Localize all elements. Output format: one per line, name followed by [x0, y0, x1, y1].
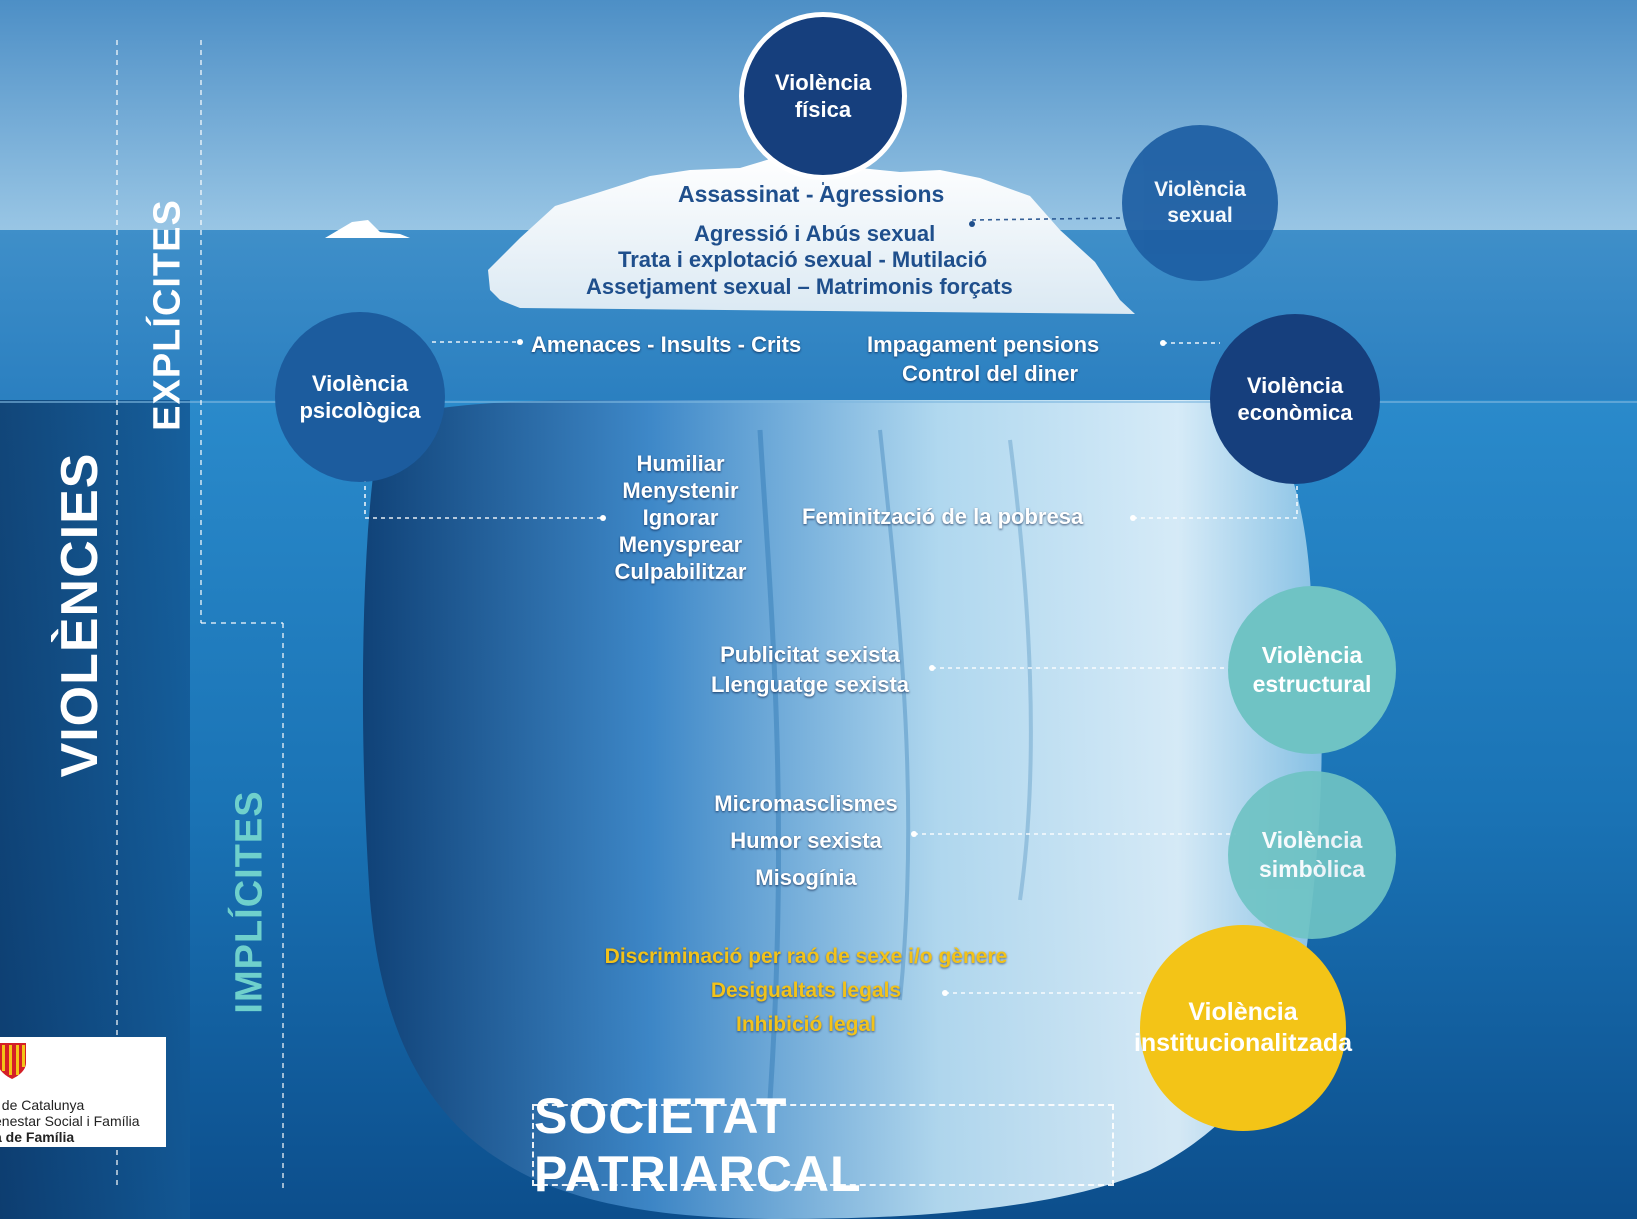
symbolic-list: Micromasclismes Humor sexista Misogínia — [690, 785, 922, 896]
main-title: VIOLÈNCIES — [51, 452, 109, 778]
symbolic-item-1: Micromasclismes — [714, 791, 898, 816]
circle-simbolica-line1: Violència — [1261, 827, 1363, 854]
psych-hidden-list: Humiliar Menystenir Ignorar Menysprear C… — [598, 450, 763, 585]
psych-item-4: Menysprear — [618, 532, 743, 557]
coat-of-arms-icon — [0, 1043, 26, 1079]
psych-item-2: Menystenir — [622, 478, 739, 503]
waterline-psych-text: Amenaces - Insults - Crits — [531, 332, 802, 357]
circle-simbolica-line2: simbòlica — [1258, 856, 1366, 882]
institutional-item-1: Discriminació per raó de sexe i/o gènere — [604, 945, 1008, 968]
psych-item-1: Humiliar — [636, 451, 725, 476]
structural-list: Publicitat sexista Llenguatge sexista — [690, 640, 930, 700]
iceberg-tip — [488, 156, 1135, 314]
psych-item-5: Culpabilitzar — [614, 559, 747, 584]
circle-estructural-line1: Violència — [1261, 642, 1363, 669]
logo-line-1: t de Catalunya — [0, 1097, 85, 1113]
tip-text-4: Assetjament sexual – Matrimonis forçats — [586, 274, 1013, 299]
institutional-item-2: Desigualtats legals — [710, 979, 902, 1002]
symbolic-item-3: Misogínia — [755, 865, 857, 890]
logo-line-2: enestar Social i Família — [0, 1113, 140, 1129]
structural-item-1: Publicitat sexista — [720, 642, 900, 667]
circle-economica-line2: econòmica — [1237, 400, 1353, 425]
econ-hidden-text: Feminització de la pobresa — [802, 504, 1084, 529]
circle-violencia-institucionalitzada: Violència institucionalitzada — [1134, 925, 1352, 1131]
psych-item-3: Ignorar — [642, 505, 719, 530]
tip-text-3: Trata i explotació sexual - Mutilació — [618, 247, 988, 272]
generalitat-logo: t de Catalunya enestar Social i Família … — [0, 1037, 166, 1147]
explicit-label: EXPLÍCITES — [146, 199, 189, 431]
circle-institucional-line2: institucionalitzada — [1133, 1029, 1353, 1057]
circle-fisica-line1: Violència — [774, 69, 872, 95]
iceberg-underwater — [362, 400, 1322, 1219]
circle-institucional-line1: Violència — [1188, 997, 1298, 1026]
footer-title: SOCIETAT PATRIARCAL — [534, 1088, 862, 1202]
circle-economica-line1: Violència — [1246, 372, 1344, 398]
tip-text-1: Assassinat - Agressions — [678, 181, 945, 207]
logo-line-3: a de Família — [0, 1129, 75, 1145]
waterline-econ-text-2: Control del diner — [902, 361, 1078, 386]
circle-sexual-line1: Violència — [1154, 177, 1246, 201]
institutional-item-3: Inhibició legal — [735, 1013, 877, 1036]
circle-violencia-sexual: Violència sexual — [1122, 125, 1278, 281]
structural-item-2: Llenguatge sexista — [710, 672, 910, 697]
circle-estructural-line2: estructural — [1252, 671, 1372, 697]
footer-box: SOCIETAT PATRIARCAL — [532, 1088, 1114, 1202]
distant-iceberg — [325, 220, 410, 238]
circle-fisica-line2: física — [794, 97, 852, 122]
implicit-label: IMPLÍCITES — [228, 790, 271, 1014]
institutional-list: Discriminació per raó de sexe i/o gènere… — [556, 940, 1056, 1042]
symbolic-item-2: Humor sexista — [730, 828, 882, 853]
tip-text-2: Agressió i Abús sexual — [694, 221, 936, 246]
circle-psicologica-line1: Violència — [311, 370, 409, 396]
circle-sexual-line2: sexual — [1167, 204, 1233, 227]
circle-psicologica-line2: psicològica — [299, 398, 421, 423]
waterline-econ-text-1: Impagament pensions — [867, 332, 1100, 357]
